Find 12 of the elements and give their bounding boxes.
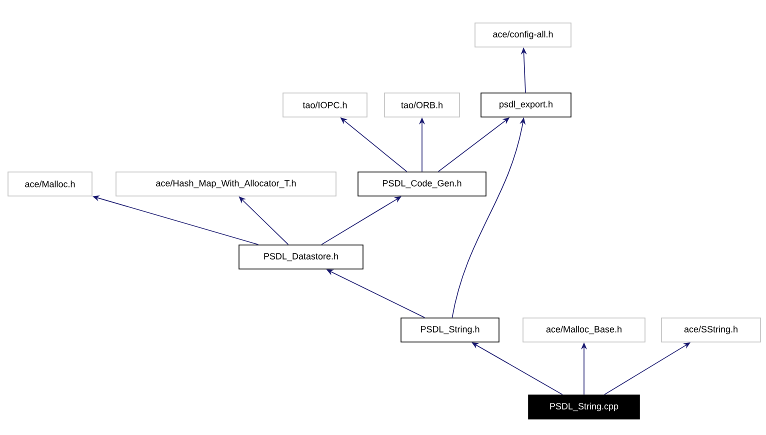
file-box: ace/Hash_Map_With_Allocator_T.h [116, 172, 336, 196]
file-box: PSDL_String.cpp [528, 394, 640, 420]
file-box: tao/ORB.h [384, 92, 460, 118]
file-box: PSDL_Code_Gen.h [358, 172, 486, 196]
file-box: ace/Malloc.h [8, 172, 92, 196]
file-box: tao/IOPC.h [282, 92, 368, 118]
file-box: ace/Malloc_Base.h [522, 318, 646, 342]
file-box: psdl_export.h [480, 92, 572, 118]
file-box: PSDL_String.h [400, 318, 500, 342]
file-box: ace/SString.h [661, 318, 761, 342]
file-box: PSDL_Datastore.h [238, 244, 364, 270]
file-box: ace/config-all.h [474, 22, 572, 48]
